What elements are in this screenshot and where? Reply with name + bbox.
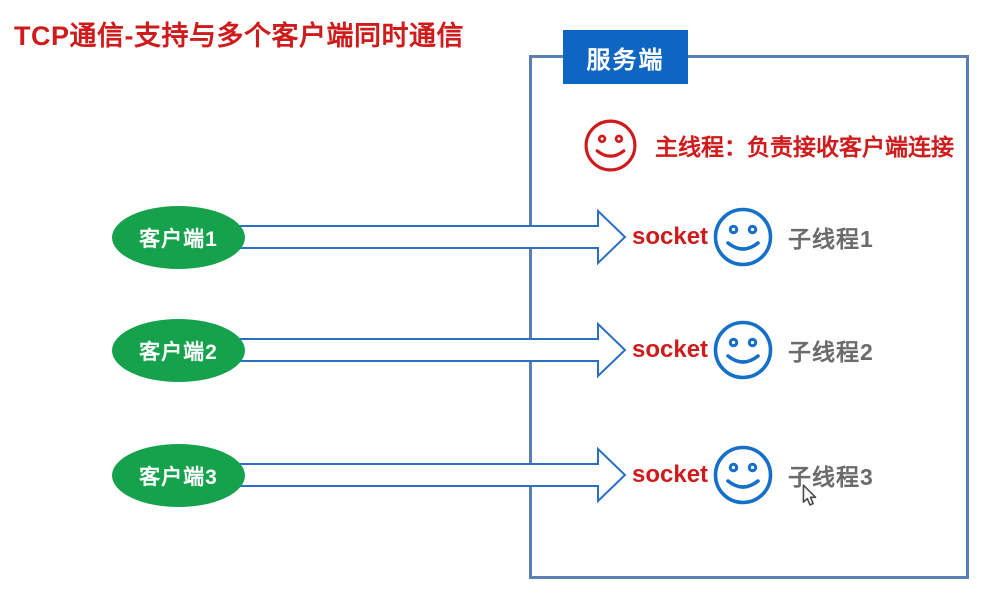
child-thread-label: 子线程2	[788, 339, 874, 365]
main-thread-label: 主线程：负责接收客户端连接	[655, 134, 954, 160]
server-header-badge: 服务端	[563, 30, 688, 84]
child-thread-label: 子线程3	[788, 464, 874, 490]
client-node-label: 客户端1	[139, 227, 218, 251]
child-thread-label: 子线程1	[788, 226, 874, 252]
client-row-2: 客户端2 socket 子线程2	[0, 315, 981, 385]
client-node-1: 客户端1	[112, 206, 245, 269]
main-thread-row: 主线程：负责接收客户端连接	[0, 112, 981, 178]
client-node-3: 客户端3	[112, 444, 245, 507]
child-thread-smiley-icon	[713, 445, 773, 505]
connection-arrow-icon	[230, 208, 627, 266]
child-thread-smiley-icon	[713, 207, 773, 267]
main-thread-smiley-icon	[584, 119, 637, 172]
client-row-3: 客户端3 socket 子线程3	[0, 440, 981, 510]
client-node-label: 客户端2	[139, 340, 218, 364]
mouse-cursor-icon	[802, 484, 817, 506]
connection-arrow-icon	[230, 321, 627, 379]
client-node-label: 客户端3	[139, 465, 218, 489]
connection-arrow-icon	[230, 446, 627, 504]
socket-label: socket	[632, 336, 709, 363]
socket-label: socket	[632, 223, 709, 250]
client-row-1: 客户端1 socket 子线程1	[0, 202, 981, 272]
client-node-2: 客户端2	[112, 319, 245, 382]
socket-label: socket	[632, 461, 709, 488]
page-title: TCP通信-支持与多个客户端同时通信	[14, 21, 464, 51]
child-thread-smiley-icon	[713, 320, 773, 380]
